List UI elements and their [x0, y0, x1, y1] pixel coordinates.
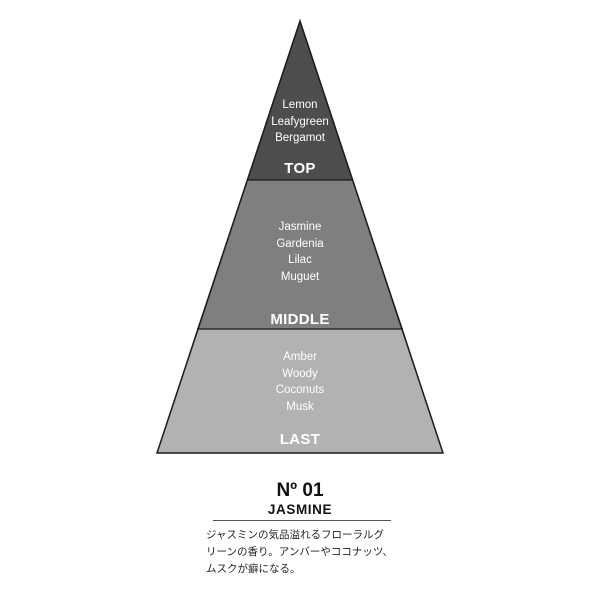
- tier-label-top: TOP: [284, 160, 316, 177]
- note-item: Lemon: [282, 99, 318, 111]
- description-line: ムスクが癖になる。: [206, 563, 301, 575]
- note-item: Muguet: [280, 270, 320, 283]
- description-line: リーンの香り。アンバーやココナッツ、: [206, 546, 394, 558]
- note-item: Woody: [282, 367, 318, 380]
- pyramid-tier-top: [247, 21, 353, 180]
- note-item: Lilac: [288, 254, 312, 266]
- note-item: Leafygreen: [271, 115, 329, 128]
- top-notes-list: Lemon Leafygreen Bergamot: [200, 97, 400, 147]
- title-divider: [213, 520, 391, 521]
- pyramid-outline: [155, 18, 445, 454]
- middle-notes-list: Jasmine Gardenia Lilac Muguet: [200, 219, 400, 285]
- pyramid-tier-middle: [197, 180, 403, 329]
- description-line: ジャスミンの気品溢れるフローラルグ: [206, 529, 384, 541]
- note-item: Bergamot: [275, 132, 325, 144]
- note-item: Jasmine: [278, 221, 322, 233]
- note-item: Coconuts: [275, 384, 325, 396]
- product-number: Nº 01: [276, 480, 324, 501]
- fragrance-pyramid: [155, 18, 445, 454]
- product-name: JASMINE: [267, 502, 333, 517]
- note-item: Gardenia: [276, 237, 324, 250]
- note-item: Musk: [286, 400, 314, 413]
- note-item: Amber: [283, 351, 317, 363]
- tier-label-last: LAST: [279, 431, 321, 448]
- tier-label-middle: MIDDLE: [270, 311, 330, 328]
- pyramid-tier-last: [157, 329, 443, 453]
- last-notes-list: Amber Woody Coconuts Musk: [200, 349, 400, 415]
- product-description: ジャスミンの気品溢れるフローラルグ リーンの香り。アンバーやココナッツ、 ムスク…: [206, 527, 401, 578]
